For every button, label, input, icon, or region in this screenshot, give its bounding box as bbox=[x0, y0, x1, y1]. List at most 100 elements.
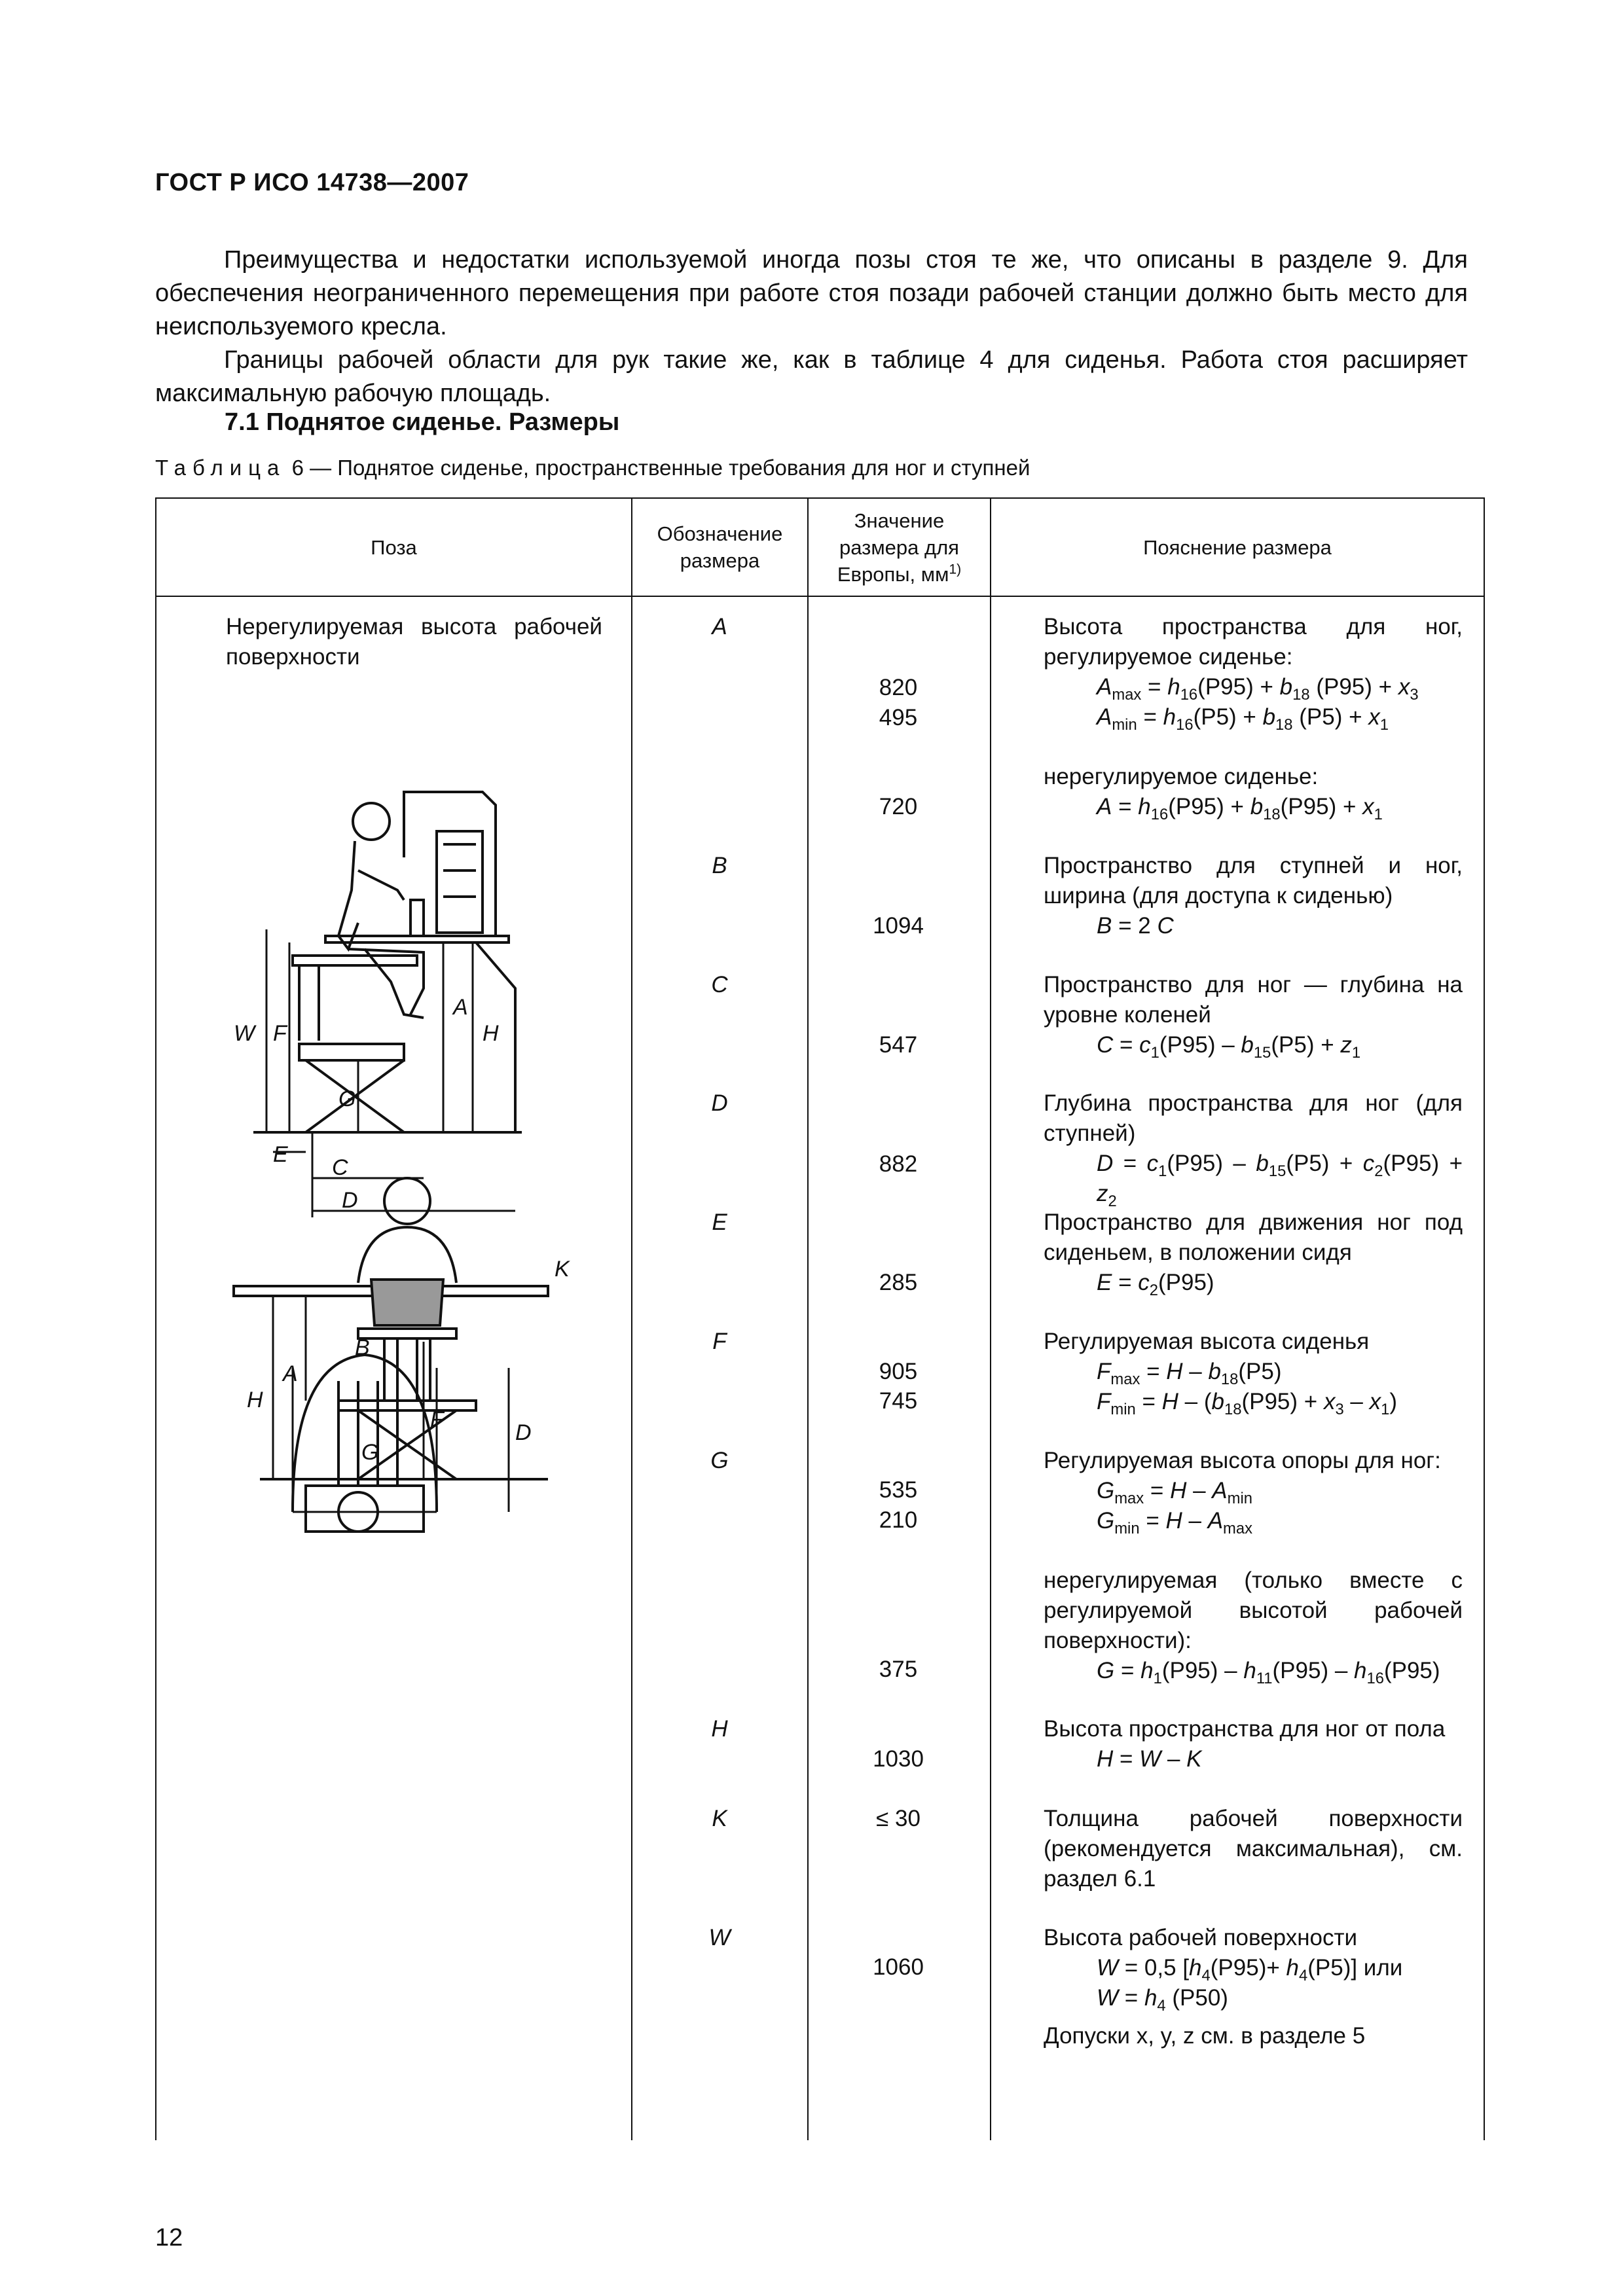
header-posture: Поза bbox=[371, 535, 417, 559]
table-border-left bbox=[155, 497, 156, 2140]
front-seat bbox=[357, 1327, 458, 1340]
value-g-max: 535 bbox=[879, 1477, 918, 1503]
value-g-fixed: 375 bbox=[879, 1657, 918, 1682]
explanation-D: Глубина пространства для ног (для ступне… bbox=[1044, 1088, 1463, 1209]
header-value-line3-wrap: Европы, мм1) bbox=[837, 561, 961, 588]
header-symbol-line1: Обозначение bbox=[657, 522, 783, 545]
lamp-arm bbox=[403, 791, 497, 936]
explanation-W-text: Высота рабочей поверхности bbox=[1044, 1925, 1358, 1950]
figure-label: W bbox=[234, 1021, 257, 1046]
explanation-W: Высота рабочей поверхности W = 0,5 [h4(P… bbox=[1044, 1923, 1463, 2051]
explanation-F-text: Регулируемая высота сиденья bbox=[1044, 1329, 1370, 1354]
symbol-G: G bbox=[710, 1448, 729, 1473]
tolerances-note: Допуски x, y, z см. в разделе 5 bbox=[1044, 2023, 1366, 2049]
monitor bbox=[435, 830, 484, 934]
footnote-mark: 1) bbox=[949, 562, 962, 577]
seat-post bbox=[298, 965, 320, 1041]
header-symbol-line2: размера bbox=[680, 549, 760, 572]
explanation-B: Пространство для ступней и ног, ширина (… bbox=[1044, 851, 1463, 941]
top-view-figure bbox=[291, 1353, 510, 1533]
value-d: 882 bbox=[879, 1151, 918, 1177]
explanation-G-fixed: нерегулируемая (только вместе с регулиру… bbox=[1044, 1568, 1463, 1653]
section-heading: 7.1 Поднятое сиденье. Размеры bbox=[225, 408, 620, 436]
front-shoulders bbox=[357, 1225, 458, 1283]
formula-b: B = 2 C bbox=[1097, 913, 1174, 939]
table-caption: Таблица 6 — Поднятое сиденье, пространст… bbox=[155, 456, 1030, 480]
value-b: 1094 bbox=[873, 913, 924, 939]
table-caption-number: 6 bbox=[291, 456, 304, 480]
figure-label: K bbox=[555, 1257, 570, 1282]
table-caption-text: — Поднятое сиденье, пространственные тре… bbox=[310, 456, 1030, 480]
value-w: 1060 bbox=[873, 1954, 924, 1980]
figure-label: D bbox=[515, 1420, 532, 1445]
formula-g-fixed: G = h1(P95) – h11(P95) – h16(P95) bbox=[1097, 1658, 1440, 1687]
table-caption-label: Таблица bbox=[155, 456, 286, 480]
explanation-H-text: Высота пространства для ног от пола bbox=[1044, 1716, 1446, 1742]
explanation-C-text: Пространство для ног — глубина на уровне… bbox=[1044, 972, 1463, 1028]
figure-label: G bbox=[338, 1086, 356, 1111]
formula-c: C = c1(P95) – b15(P5) + z1 bbox=[1097, 1032, 1361, 1062]
depth-dimension-lines bbox=[273, 1132, 515, 1217]
explanation-E-text: Пространство для движения ног под сидень… bbox=[1044, 1210, 1463, 1265]
side-desk bbox=[324, 935, 510, 944]
formula-a-fixed: A = h16(P95) + b18(P95) + x1 bbox=[1097, 794, 1383, 823]
explanation-G-text: Регулируемая высота опоры для ног: bbox=[1044, 1448, 1441, 1473]
header-explanation: Пояснение размера bbox=[1143, 535, 1332, 559]
formula-w-1: W = 0,5 [h4(P95)+ h4(P5)] или bbox=[1097, 1955, 1403, 1984]
front-cross bbox=[357, 1409, 458, 1480]
desk-support bbox=[475, 941, 517, 1132]
figure-label: F bbox=[430, 1407, 445, 1432]
formula-f-max: Fmax = H – b18(P5) bbox=[1097, 1359, 1282, 1388]
explanation-A-fixed: нерегулируемое сиденье: bbox=[1044, 764, 1319, 789]
monitor-stand bbox=[409, 899, 425, 936]
table-border-right bbox=[1484, 497, 1485, 2140]
value-f-min: 745 bbox=[879, 1388, 918, 1414]
footrest-cross bbox=[304, 1059, 405, 1134]
value-c: 547 bbox=[879, 1032, 918, 1058]
symbol-W: W bbox=[708, 1925, 731, 1950]
side-seat bbox=[291, 954, 418, 967]
header-symbol: Обозначение размера bbox=[632, 499, 807, 596]
top-head bbox=[337, 1491, 379, 1533]
explanation-E: Пространство для движения ног под сидень… bbox=[1044, 1208, 1463, 1298]
posture-figures: W F G A H E C D K A H G F B D bbox=[232, 791, 570, 1533]
front-dimension-lines bbox=[272, 1296, 425, 1479]
figure-label: B bbox=[355, 1335, 370, 1360]
side-view-figure bbox=[253, 791, 522, 1217]
symbol-C: C bbox=[711, 972, 728, 997]
paragraph-2-text: Границы рабочей области для рук такие же… bbox=[155, 346, 1468, 407]
explanation-K: Толщина рабочей поверхности (рекомендует… bbox=[1044, 1806, 1463, 1892]
figure-label: A bbox=[452, 995, 468, 1020]
symbol-A: A bbox=[712, 614, 727, 639]
top-legs bbox=[337, 1381, 399, 1486]
figure-label: C bbox=[332, 1155, 348, 1180]
side-torso bbox=[337, 840, 405, 952]
side-head bbox=[352, 802, 391, 841]
posture-text: Нерегулируемая высота рабочей поверхност… bbox=[226, 614, 602, 670]
value-f-max: 905 bbox=[879, 1359, 918, 1384]
formula-g-max: Gmax = H – Amin bbox=[1097, 1478, 1253, 1507]
side-legs bbox=[348, 948, 425, 1019]
paragraph-2: Границы рабочей области для рук такие же… bbox=[155, 344, 1468, 410]
explanation-B-text: Пространство для ступней и ног, ширина (… bbox=[1044, 853, 1463, 908]
value-e: 285 bbox=[879, 1270, 918, 1295]
top-dimension-lines bbox=[291, 1368, 510, 1513]
figure-label: H bbox=[247, 1388, 263, 1412]
table-header-rule bbox=[155, 596, 1485, 597]
formula-g-min: Gmin = H – Amax bbox=[1097, 1508, 1253, 1537]
explanation-G: Регулируемая высота опоры для ног: Gmax … bbox=[1044, 1446, 1463, 1686]
formula-w-2: W = h4 (P50) bbox=[1097, 1985, 1228, 2015]
explanation-C: Пространство для ног — глубина на уровне… bbox=[1044, 970, 1463, 1060]
symbol-B: B bbox=[712, 853, 727, 878]
explanation-A-text: Высота пространства для ног, регулируемо… bbox=[1044, 614, 1463, 670]
symbol-E: E bbox=[712, 1210, 727, 1235]
front-head bbox=[383, 1177, 431, 1225]
symbol-F: F bbox=[712, 1329, 727, 1354]
value-a-min: 495 bbox=[879, 705, 918, 730]
figure-label: D bbox=[342, 1188, 358, 1213]
table-border-top bbox=[155, 497, 1485, 499]
header-value-line2: размера для bbox=[839, 535, 959, 559]
explanation-A: Высота пространства для ног, регулируемо… bbox=[1044, 612, 1463, 822]
document-header: ГОСТ Р ИСО 14738—2007 bbox=[155, 169, 469, 196]
symbol-K: K bbox=[712, 1806, 727, 1831]
